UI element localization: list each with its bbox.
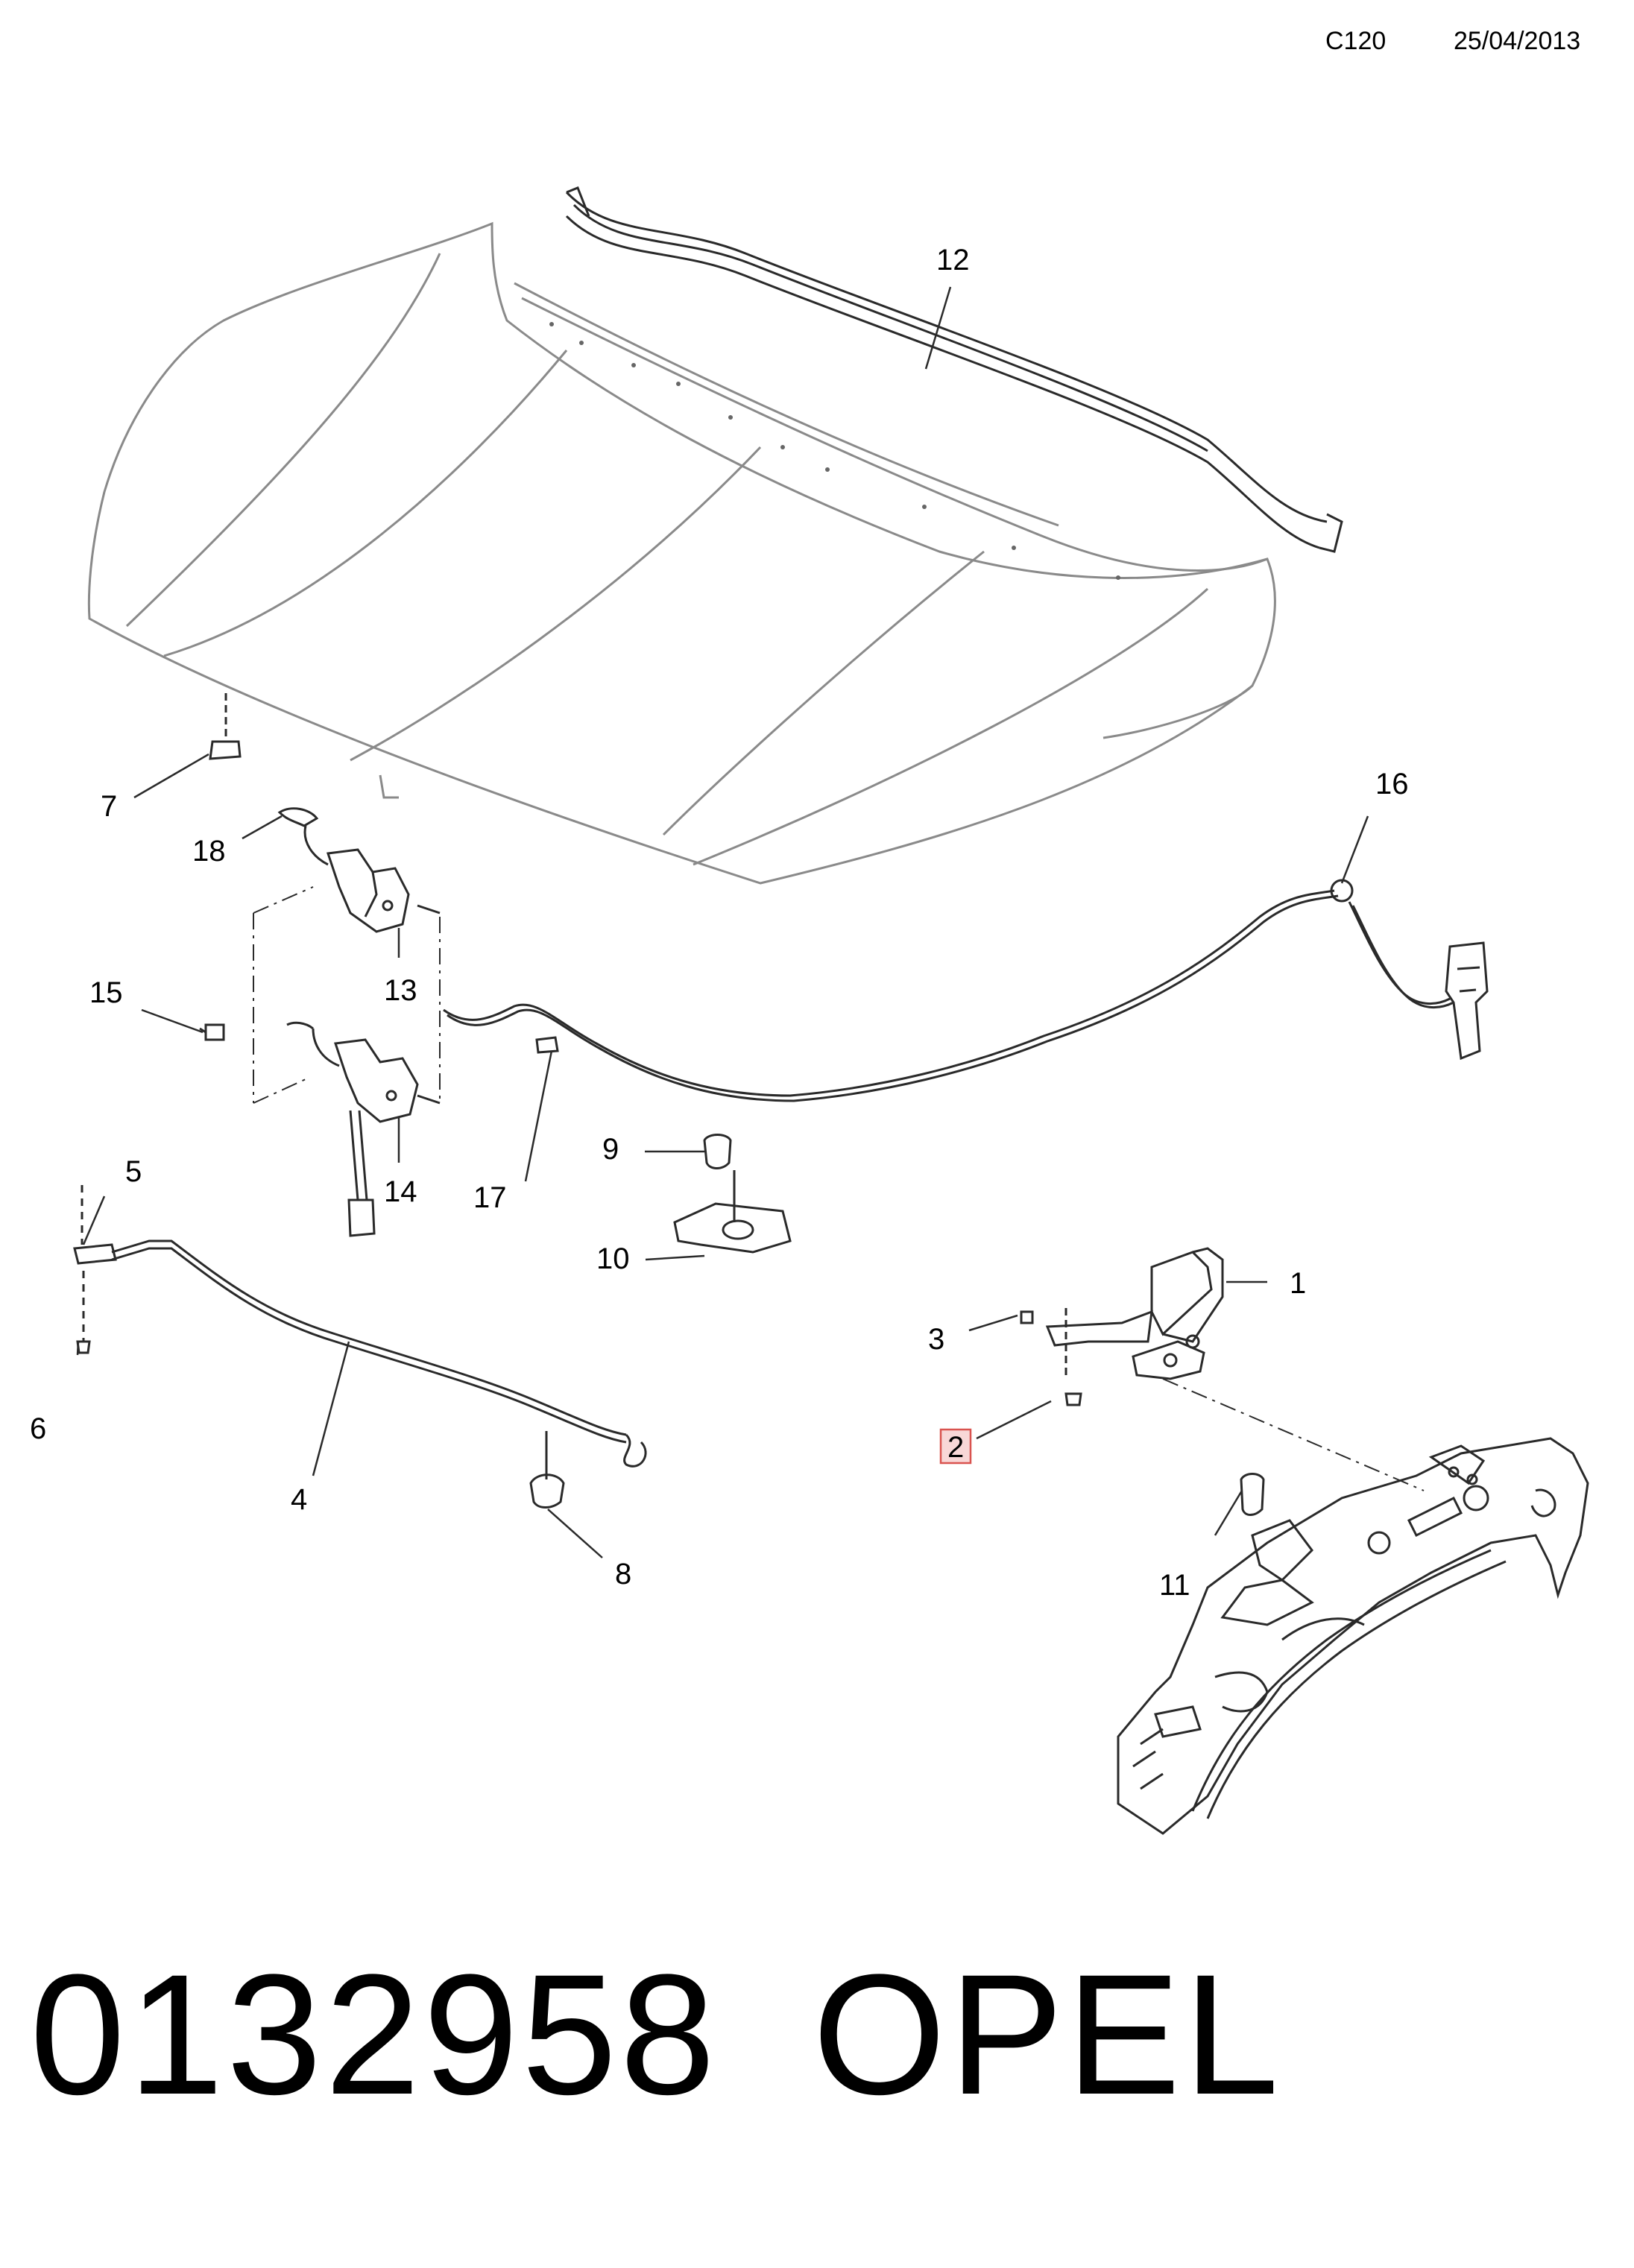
callout-17: 17 — [473, 1181, 507, 1214]
diagram-date: 25/04/2013 — [1454, 27, 1581, 55]
callout-16: 16 — [1375, 768, 1409, 800]
hinge-mount-dashes — [1162, 1378, 1425, 1491]
release-handle — [1445, 941, 1489, 1061]
wheelhouse-panel — [1117, 1437, 1589, 1835]
callout-4: 4 — [291, 1483, 307, 1516]
callout-12: 12 — [936, 244, 970, 277]
callout-14: 14 — [384, 1175, 417, 1208]
callout-13: 13 — [384, 974, 417, 1007]
brand-name: OPEL — [813, 1939, 1282, 2130]
hood-prop-rod — [73, 1185, 647, 1468]
seal-strip — [565, 186, 1343, 553]
part-number: 0132958 — [30, 1939, 719, 2130]
prop-rod-clip — [529, 1431, 565, 1509]
bump-stop — [703, 1134, 732, 1169]
hood-holes — [549, 322, 1120, 580]
callout-3: 3 — [928, 1323, 944, 1356]
callout-labels: 1 2 3 4 5 6 7 8 9 10 11 12 13 14 15 16 1… — [30, 244, 1409, 1602]
callout-1: 1 — [1290, 1267, 1306, 1300]
hood-hinge — [1020, 1247, 1224, 1406]
cable-clip — [535, 1036, 559, 1054]
hood-latch-lower — [286, 1021, 441, 1237]
latch-bracket-dashes — [253, 886, 441, 1104]
callout-6: 6 — [30, 1412, 46, 1445]
hood-latch-upper — [277, 807, 441, 933]
callout-11: 11 — [1159, 1569, 1190, 1602]
diagram-code: C120 — [1325, 27, 1387, 55]
leader-lines — [76, 286, 1369, 1558]
callout-7: 7 — [101, 790, 117, 823]
hood-stop — [1240, 1473, 1265, 1516]
callout-8: 8 — [615, 1558, 631, 1591]
callout-2: 2 — [947, 1431, 964, 1464]
callout-5: 5 — [125, 1155, 142, 1188]
hood-bumper — [209, 693, 242, 760]
exploded-parts-diagram: 1 2 3 4 5 6 7 8 9 10 11 12 13 14 15 16 1… — [30, 186, 1589, 1835]
callout-10: 10 — [596, 1242, 630, 1275]
hood-panel — [87, 221, 1276, 885]
callout-2-highlight — [939, 1428, 972, 1465]
latch-screw — [199, 1023, 225, 1041]
release-cable — [443, 879, 1454, 1102]
callout-18: 18 — [192, 835, 226, 868]
striker-plate — [673, 1170, 792, 1254]
callout-15: 15 — [89, 976, 123, 1009]
callout-9: 9 — [602, 1133, 619, 1166]
